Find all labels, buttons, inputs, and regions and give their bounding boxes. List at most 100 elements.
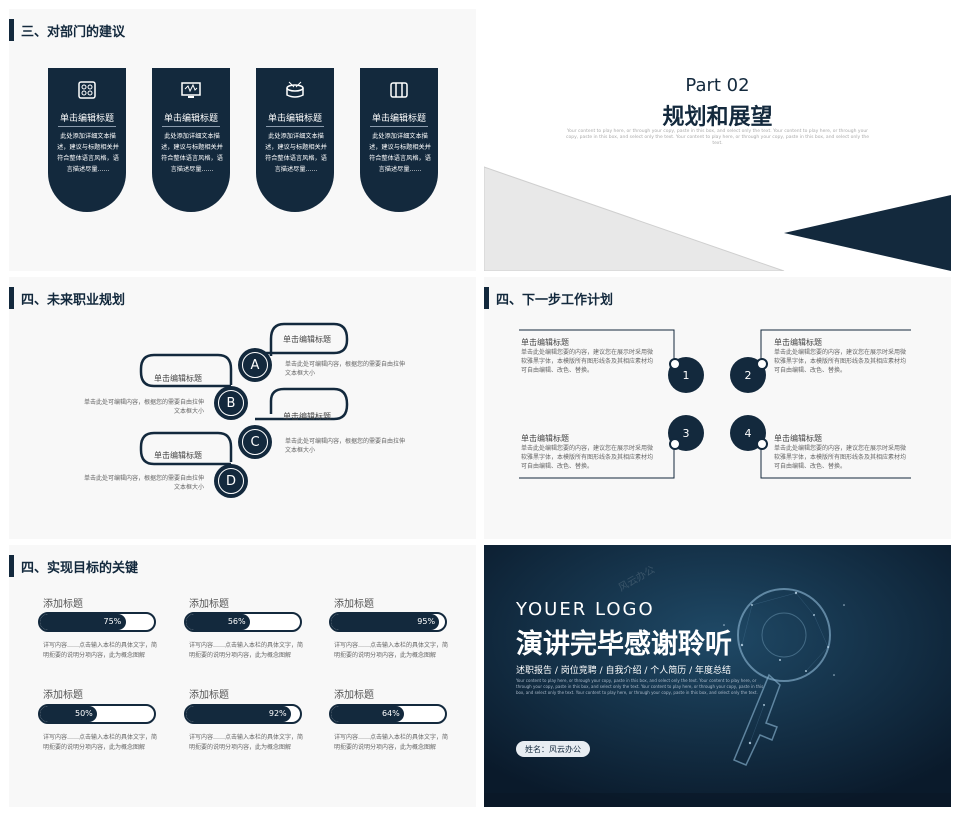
goal-progress-bar: 75%: [38, 612, 156, 632]
plan-4-desc: 单击此处编辑您要的内容，建议您在展示时采用微软雅黑字体，本模版所有图形线条及其相…: [774, 445, 907, 470]
step-c-circle: C: [238, 425, 272, 459]
goal-desc: 详写内容……点击输入本栏的具体文字，简明扼要的说明分项内容，此为概念图解: [189, 734, 304, 751]
goal-desc: 详写内容……点击输入本栏的具体文字，简明扼要的说明分项内容，此为概念图解: [189, 642, 304, 659]
gift-icon: [390, 82, 408, 98]
section-header: 四、下一步工作计划: [484, 287, 613, 309]
goal-progress-bar: 92%: [184, 704, 302, 724]
section-bar: [9, 555, 14, 577]
goal-title: 添加标题: [189, 599, 229, 610]
goal-title: 添加标题: [334, 599, 374, 610]
part-description: Your content to play here, or through yo…: [566, 129, 869, 146]
goal-title: 添加标题: [189, 690, 229, 701]
plan-4-dot: [756, 438, 768, 450]
connector-curves: [139, 322, 349, 466]
section-title: 四、实现目标的关键: [21, 560, 139, 576]
plan-2-title: 单击编辑标题: [774, 338, 822, 347]
suggestion-card[interactable]: 单击编辑标题 此处添加详细文本描述，建议与标题相关并符合整体语言风格，语言描述尽…: [48, 68, 126, 212]
goal-desc: 详写内容……点击输入本栏的具体文字，简明扼要的说明分项内容，此为概念图解: [43, 734, 158, 751]
card-title: 单击编辑标题: [59, 114, 114, 124]
goal-desc: 详写内容……点击输入本栏的具体文字，简明扼要的说明分项内容，此为概念图解: [334, 642, 449, 659]
progress-label: 56%: [227, 617, 246, 626]
section-title: 四、未来职业规划: [21, 292, 126, 308]
key-illustration: [484, 545, 951, 807]
plan-number: 3: [682, 426, 690, 440]
goal-title: 添加标题: [43, 690, 83, 701]
goal-progress-bar: 95%: [329, 612, 447, 632]
step-c-desc: 单击此处可编辑内容，根据您的需要自由拉伸文本框大小: [285, 438, 406, 454]
suggestion-card[interactable]: 单击编辑标题 此处添加详细文本描述，建议与标题相关并符合整体语言风格，语言描述尽…: [256, 68, 334, 212]
step-b-title: 单击编辑标题: [154, 374, 202, 383]
goal-progress-bar: 64%: [329, 704, 447, 724]
section-header: 三、对部门的建议: [9, 19, 125, 41]
step-d-desc: 单击此处可编辑内容，根据您的需要自由拉伸文本框大小: [83, 475, 204, 491]
plan-number: 1: [682, 368, 690, 382]
section-bar: [484, 287, 489, 309]
progress-label: 92%: [268, 709, 287, 718]
card-description: 此处添加详细文本描述，建议与标题相关并符合整体语言风格，语言描述尽量......: [57, 133, 119, 173]
step-letter: A: [242, 352, 268, 378]
suggestion-card[interactable]: 单击编辑标题 此处添加详细文本描述，建议与标题相关并符合整体语言风格，语言描述尽…: [360, 68, 438, 212]
card-description: 此处添加详细文本描述，建议与标题相关并符合整体语言风格，语言描述尽量......: [369, 133, 431, 173]
progress-fill: [186, 706, 291, 722]
progress-label: 50%: [75, 709, 93, 718]
step-b-desc: 单击此处可编辑内容，根据您的需要自由拉伸文本框大小: [83, 399, 204, 415]
plan-number: 4: [744, 426, 752, 440]
step-letter: D: [218, 468, 244, 494]
plan-2-dot: [756, 358, 768, 370]
subtitle: 述职报告 / 岗位竞聘 / 自我介绍 / 个人简历 / 年度总结: [516, 666, 732, 676]
plan-3-title: 单击编辑标题: [521, 434, 569, 443]
decorative-triangles: [484, 166, 951, 271]
progress-fill: [40, 706, 97, 722]
part-label: Part 02: [685, 75, 750, 96]
progress-label: 95%: [417, 617, 436, 626]
thank-you-title: 演讲完毕感谢聆听: [516, 629, 732, 660]
plan-1-title: 单击编辑标题: [521, 338, 569, 347]
card-divider: [162, 126, 220, 127]
plan-4-title: 单击编辑标题: [774, 434, 822, 443]
slide-next-steps: 四、下一步工作计划 单击编辑标题 单击此处编辑您要的内容，建议您在展示时采用微软…: [484, 277, 951, 539]
slide-part-two: Part 02 规划和展望 Your content to play here,…: [484, 9, 951, 271]
plan-1-dot: [669, 358, 681, 370]
section-bar: [9, 287, 14, 309]
step-a-title: 单击编辑标题: [283, 335, 331, 344]
description: Your content to play here, or through yo…: [516, 678, 764, 695]
frame-lines: [519, 329, 911, 479]
goal-desc: 详写内容……点击输入本栏的具体文字，简明扼要的说明分项内容，此为概念图解: [43, 642, 158, 659]
section-header: 四、未来职业规划: [9, 287, 125, 309]
step-a-desc: 单击此处可编辑内容，根据您的需要自由拉伸文本框大小: [285, 361, 406, 377]
slide-department-suggestions: 三、对部门的建议 单击编辑标题 此处添加详细文本描述，建议与标题相关并符合整体语…: [9, 9, 476, 271]
card-description: 此处添加详细文本描述，建议与标题相关并符合整体语言风格，语言描述尽量......: [265, 133, 327, 173]
card-title: 单击编辑标题: [267, 114, 322, 124]
section-header: 四、实现目标的关键: [9, 555, 138, 577]
card-title: 单击编辑标题: [163, 114, 218, 124]
section-title: 三、对部门的建议: [21, 24, 126, 40]
progress-fill: [40, 614, 126, 630]
step-c-title: 单击编辑标题: [283, 412, 331, 421]
suggestion-card[interactable]: 单击编辑标题 此处添加详细文本描述，建议与标题相关并符合整体语言风格，语言描述尽…: [152, 68, 230, 212]
goal-progress-bar: 56%: [184, 612, 302, 632]
plan-1-desc: 单击此处编辑您要的内容，建议您在展示时采用微软雅黑字体，本模版所有图形线条及其相…: [521, 349, 654, 374]
goal-desc: 详写内容……点击输入本栏的具体文字，简明扼要的说明分项内容，此为概念图解: [334, 734, 449, 751]
progress-fill: [331, 706, 404, 722]
card-title: 单击编辑标题: [371, 114, 426, 124]
section-bar: [9, 19, 14, 41]
step-a-circle: A: [238, 348, 272, 382]
presenter-name-badge: 姓名：风云办公: [516, 741, 590, 757]
goal-progress-bar: 50%: [38, 704, 156, 724]
goal-title: 添加标题: [334, 690, 374, 701]
part-title: 规划和展望: [662, 105, 773, 130]
gamepad-icon: [78, 81, 96, 99]
plan-3-dot: [669, 438, 681, 450]
step-d-circle: D: [214, 464, 248, 498]
logo-text: YOUER LOGO: [516, 599, 655, 620]
step-letter: B: [218, 390, 244, 416]
monitor-icon: [181, 82, 201, 98]
plan-number: 2: [744, 368, 752, 382]
step-d-title: 单击编辑标题: [154, 451, 202, 460]
slide-career-plan: 四、未来职业规划 A B C D 单击编辑标题 单击此处可编辑内容，根据您的需要…: [9, 277, 476, 539]
plan-2-desc: 单击此处编辑您要的内容，建议您在展示时采用微软雅黑字体，本模版所有图形线条及其相…: [774, 349, 907, 374]
progress-fill: [331, 614, 440, 630]
slide-goal-keys: 四、实现目标的关键 添加标题 75% 详写内容……点击输入本栏的具体文字，简明扼…: [9, 545, 476, 807]
card-divider: [266, 126, 324, 127]
step-b-circle: B: [214, 386, 248, 420]
